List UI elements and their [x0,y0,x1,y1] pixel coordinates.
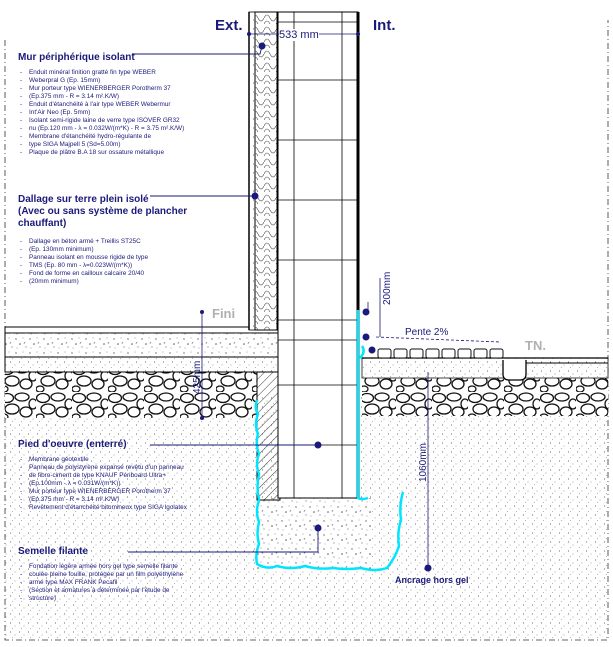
spec-line: (Ep.100mm - λ = 0.031W/(m*K)) [18,480,187,488]
spec-line: Isolant semi-rigide laine de verre type … [18,117,184,125]
depth-1060-dim: 1060mm [418,443,429,482]
slab-insulation [5,357,278,372]
spec-line: (Ep. 130mm minimum) [18,246,187,254]
spec-line: TMS (Ep. 80 mm - λ=0.023W/(m*K)) [18,262,187,270]
spec-line: Fondation légère armée hors gel type sem… [18,563,183,571]
spec-line: Int'Air Neo (Ep. 5mm) [18,109,184,117]
spec-line: Dallage en béton armé + Treillis ST25C [18,238,187,246]
section-title: Semelle filante [18,546,89,557]
section-title-line: chauffant) [18,218,67,229]
spec-line: de fibro-ciment de type KNAUF Périboard … [18,472,187,480]
section-exterior-wall: Mur périphérique isolant Enduit minéral … [18,52,184,157]
wall-thickness-dim: 533 mm [279,29,319,41]
slope-label: Pente 2% [405,327,449,338]
spec-line: Panneau de polystyrène expansé revêtu d'… [18,464,187,472]
spec-line: coulée pleine fouille, protégée par un f… [18,571,183,579]
height-200-dim: 200mm [382,271,393,305]
section-title-line: Dallage sur terre plein isolé [18,194,149,205]
spec-line: (Ep.375 mm - R = 3.14 m².K/W) [18,93,184,101]
strip-footing [254,498,372,570]
spec-line: armé type MAX FRANK Pecafil [18,579,183,587]
frost-anchor-label: Ancrage hors gel [395,575,469,585]
gravel-bed [5,372,257,418]
spec-line: (Section et armatures à déterminée par l… [18,587,183,595]
interior-label: Int. [373,17,396,34]
spec-line: type SIGA Majpell 5 (Sd=5.00m) [18,141,184,149]
spec-line: Panneau isolant en mousse rigide de type [18,254,187,262]
buried-insulation-panel [256,371,281,501]
section-title: Pied d'oeuvre (enterré) [18,439,127,450]
spec-line: (Ep.375 mm - R = 3.14 m².K/W) [18,496,187,504]
natural-ground-label: TN. [525,338,546,353]
section-title-line: (Avec ou sans système de plancher [18,206,188,217]
concrete-slab [5,333,278,357]
spec-line: Revêtement d'étanchéité bitumineux type … [18,504,187,512]
spec-line: Enduit d'étanchéité à l'air type WEBER W… [18,101,184,109]
section-strip-footing: Semelle filante Fondation légère armée h… [18,546,183,603]
spec-line: Membrane géotextile [18,456,187,464]
waterproofing-membrane [254,310,405,572]
spec-line: (20mm minimum) [18,278,187,286]
section-buried-base: Pied d'oeuvre (enterré) Membrane géotext… [18,439,187,512]
spec-line: Mur porteur type WIENERBERGER Porotherm … [18,488,187,496]
wall-insulation [255,12,277,330]
spec-line: Plaque de plâtre B.A 18 sur ossature mét… [18,149,184,157]
finished-floor-label: Fini [212,306,236,321]
spec-line: Membrane d'étanchéité hydro-régulante de [18,133,184,141]
brick-wall [277,11,359,499]
exterior-label: Ext. [215,17,243,34]
spec-line: structure) [18,595,183,603]
height-425-dim: 425mm [192,360,203,394]
spec-line: Weberpral G (Ep. 15mm) [18,77,184,85]
spec-line: Enduit minéral finition gratté fin type … [18,69,184,77]
section-title: Mur périphérique isolant [18,52,135,63]
spec-line: Mur porteur type WIENERBERGER Porotherm … [18,85,184,93]
spec-line: nu (Ep.120 mm - λ = 0.032W/(m*K) - R = 3… [18,125,184,133]
section-slab: Dallage sur terre plein isolé (Avec ou s… [18,194,187,286]
spec-line: Fond de forme en cailloux calcaire 20/40 [18,270,187,278]
